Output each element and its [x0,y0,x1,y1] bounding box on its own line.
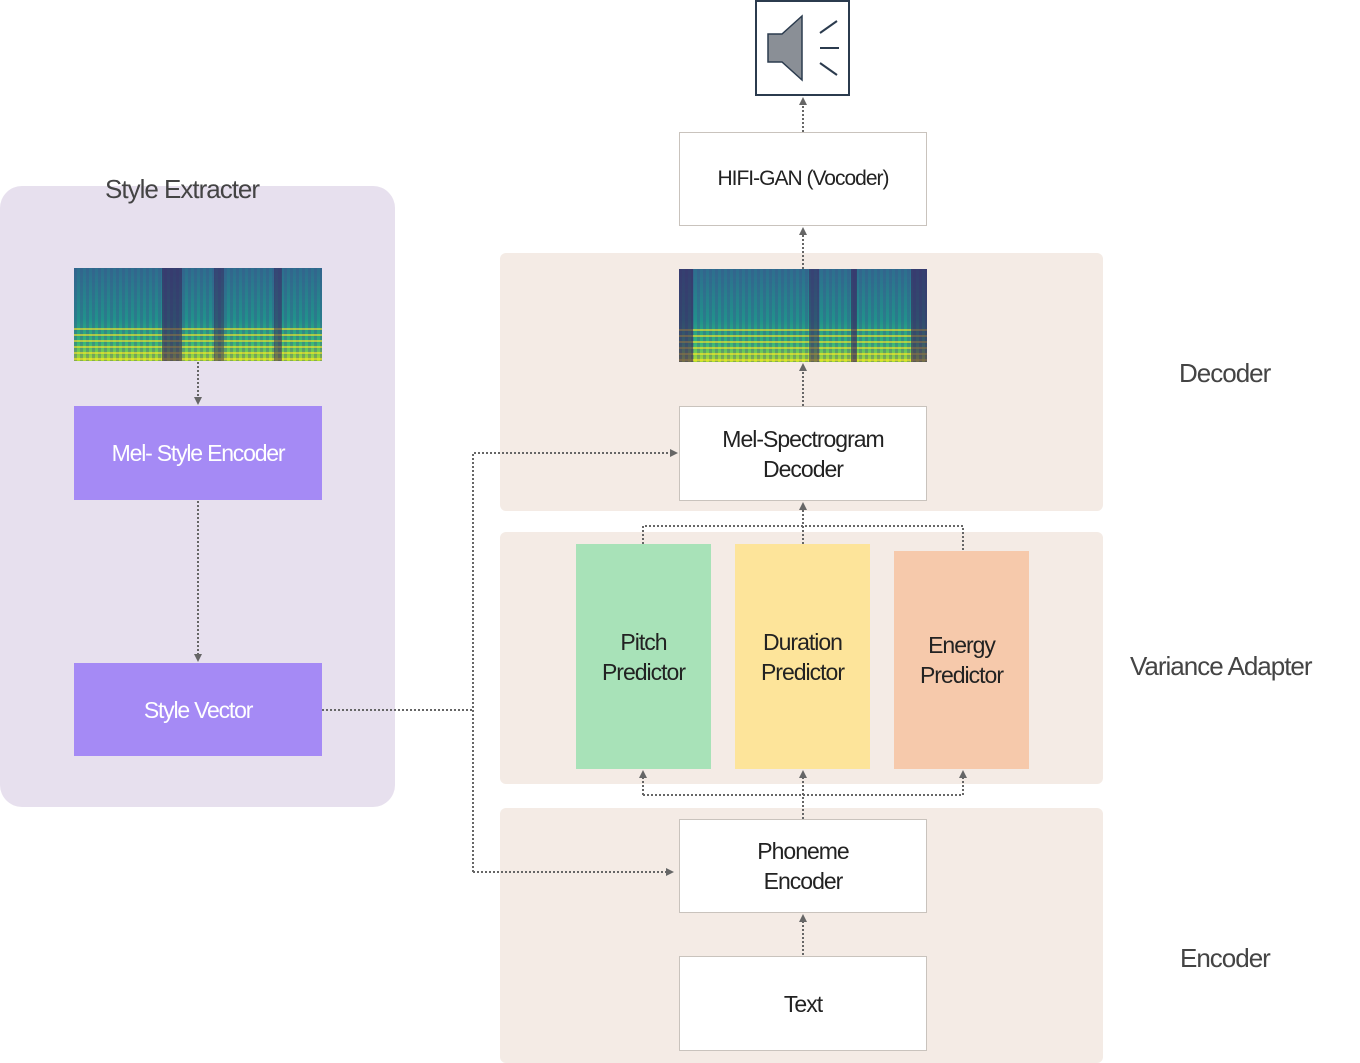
spectrogram-image [74,268,322,361]
mel-style-encoder-label: Mel- Style Encoder [111,440,286,466]
speaker-output [755,0,850,96]
decoder-label: Decoder [1179,358,1271,388]
phoneme-encoder-label-line1: Phoneme [757,838,849,864]
encoder-label: Encoder [1180,943,1271,973]
duration-predictor-box: Duration Predictor [735,544,870,769]
output-mel-spectrogram [679,269,927,362]
style-vector-box: Style Vector [74,663,322,756]
mel-spectrogram-decoder-box: Mel-Spectrogram Decoder [679,406,927,501]
speaker-icon [767,14,839,82]
spectrogram-image [679,269,927,362]
text-input-box: Text [679,956,927,1051]
arrow-style-to-decoder [472,449,678,872]
text-input-label: Text [783,990,823,1017]
vocoder-box: HIFI-GAN (Vocoder) [679,132,927,226]
variance-adapter-label: Variance Adapter [1130,651,1313,681]
pitch-predictor-box: Pitch Predictor [576,544,711,769]
energy-predictor-line1: Energy [928,632,996,658]
duration-predictor-line2: Predictor [760,658,845,685]
pitch-predictor-line1: Pitch [620,628,667,655]
input-mel-spectrogram [74,268,322,361]
mel-decoder-label-line1: Mel-Spectrogram [722,425,884,452]
mel-style-encoder-box: Mel- Style Encoder [74,406,322,500]
pitch-predictor-line2: Predictor [601,658,686,685]
style-vector-label: Style Vector [143,696,254,723]
phoneme-encoder-box: Phoneme Encoder [679,819,927,913]
vocoder-label: HIFI-GAN (Vocoder) [717,167,889,190]
energy-predictor-box: Energy Predictor [894,551,1029,769]
energy-predictor-line2: Predictor [919,662,1004,688]
mel-decoder-label-line2: Decoder [763,455,844,482]
style-extracter-title: Style Extracter [105,174,260,204]
phoneme-encoder-label-line2: Encoder [763,868,844,894]
duration-predictor-line1: Duration [763,628,843,655]
